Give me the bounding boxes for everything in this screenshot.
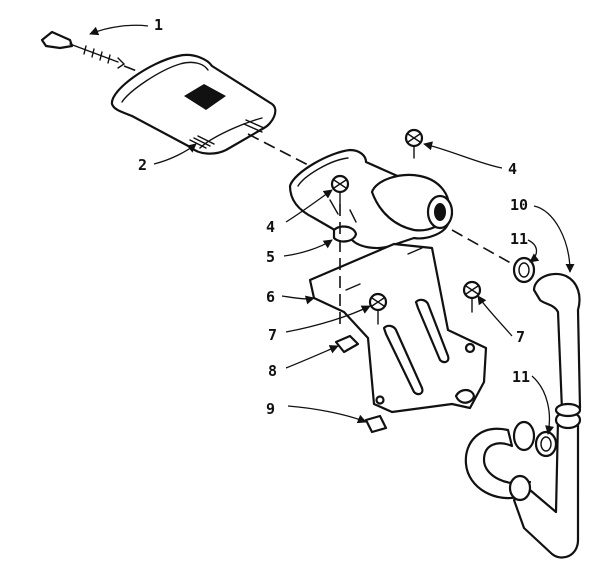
callout-labels: 1 2 4 4 5 6 7 7 8 9 10 11 11 — [138, 16, 530, 418]
part-1-pin — [40, 30, 126, 69]
callout-11b: 11 — [512, 368, 530, 386]
part-4-screw-b — [404, 128, 424, 159]
callout-2: 2 — [138, 156, 147, 174]
callout-10: 10 — [510, 196, 528, 214]
callout-7a: 7 — [268, 326, 277, 344]
callout-1: 1 — [154, 16, 163, 34]
part-7-screw-b — [462, 280, 482, 313]
callout-4a: 4 — [508, 160, 517, 178]
callout-9: 9 — [266, 400, 275, 418]
part-8-clip — [334, 334, 360, 354]
callout-4b: 4 — [266, 218, 275, 236]
callout-5: 5 — [266, 248, 275, 266]
callout-11a: 11 — [510, 230, 528, 248]
part-11-clamp-a — [512, 256, 536, 284]
part-11-clamp-b — [534, 430, 558, 458]
callout-7b: 7 — [516, 328, 525, 346]
callout-leaders — [89, 24, 575, 435]
centerline-2 — [247, 133, 311, 167]
part-valve-body — [288, 148, 454, 250]
part-4-screw-a — [330, 174, 350, 205]
part-9-nut — [364, 414, 388, 434]
part-6-bracket — [308, 242, 488, 414]
callout-6: 6 — [266, 288, 275, 306]
part-2-inlet-housing — [110, 53, 277, 155]
centerline-3 — [451, 229, 517, 267]
part-10-hose — [464, 272, 582, 559]
part-7-screw-a — [368, 292, 388, 325]
callout-8: 8 — [268, 362, 277, 380]
